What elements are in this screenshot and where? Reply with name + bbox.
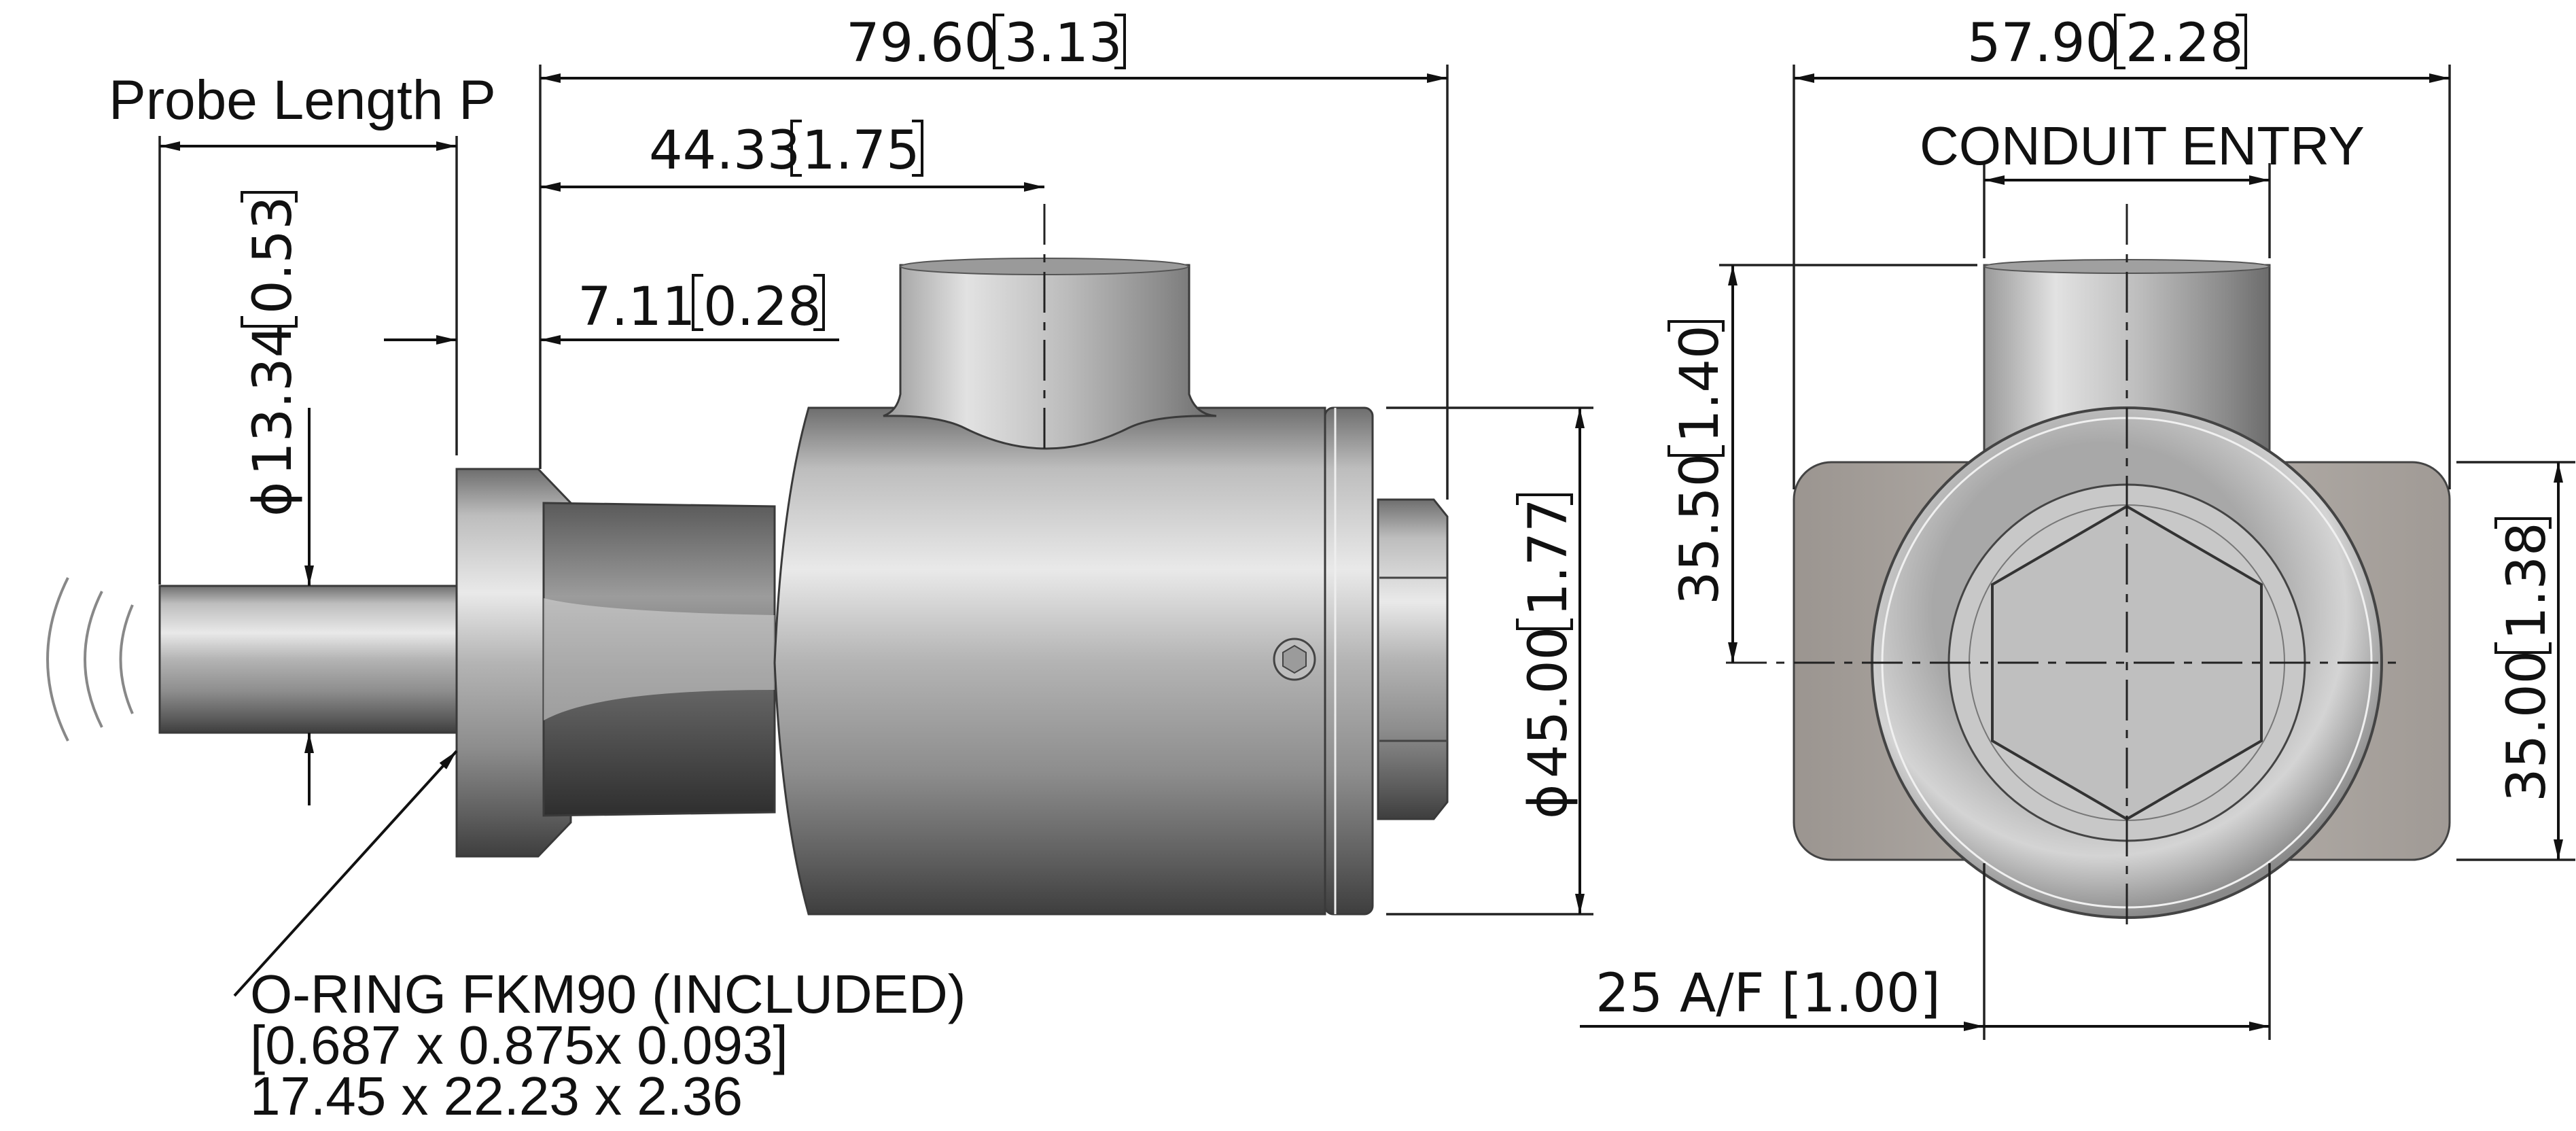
signal-waves-icon [46, 577, 134, 742]
dim-across-flats: 25 A/F [1.00] [1595, 963, 1941, 1024]
end-view: 57.90 2.28 CONDUIT ENTRY 35.50 1.40 35.0… [1580, 13, 2575, 1040]
dim-probe-diameter-inch: 0.53 [243, 196, 304, 314]
dim-probe-diameter-mm: 13.34 [243, 324, 304, 476]
dim-conduit-offset: 44.33 1.75 [649, 120, 923, 181]
dim-body-diameter-mm: 45.00 [1518, 627, 1579, 778]
dim-base-height: 35.00 1.38 [2494, 517, 2558, 802]
dim-body-diameter: ϕ 45.00 1.77 [1516, 493, 1579, 819]
dim-flange-thickness-inch: 0.28 [703, 277, 822, 338]
hex-nut [1377, 498, 1449, 820]
oring-note: O-RING FKM90 (INCLUDED) [0.687 x 0.875x … [250, 964, 966, 1126]
dim-overall-length-inch: 3.13 [1004, 13, 1123, 74]
dim-overall-length-mm: 79.60 [846, 13, 998, 74]
dim-base-height-mm: 35.00 [2496, 650, 2558, 802]
main-body [773, 406, 1326, 916]
dim-overall-width: 57.90 2.28 [1967, 13, 2247, 74]
oring-note-line3: 17.45 x 22.23 x 2.36 [250, 1066, 743, 1126]
dim-base-height-inch: 1.38 [2496, 522, 2558, 640]
conduit-entry-label: CONDUIT ENTRY [1920, 116, 2365, 176]
conduit-boss [883, 264, 1217, 450]
dim-flange-thickness: 7.11 0.28 [578, 274, 825, 338]
oring-note-line1: O-RING FKM90 (INCLUDED) [250, 964, 966, 1024]
dim-height-to-conduit-inch: 1.40 [1670, 325, 1731, 443]
flange [455, 468, 572, 858]
dim-body-diameter-inch: 1.77 [1518, 498, 1579, 616]
dim-conduit-offset-inch: 1.75 [802, 120, 920, 181]
dim-probe-diameter: ϕ 13.34 0.53 [241, 191, 304, 517]
dim-height-to-conduit: 35.50 1.40 [1668, 320, 1731, 605]
set-screw-icon [1273, 638, 1316, 681]
dim-probe-diameter-symbol: ϕ [243, 482, 304, 517]
end-ring [1324, 406, 1374, 916]
dim-height-to-conduit-mm: 35.50 [1670, 453, 1731, 605]
dim-flange-thickness-mm: 7.11 [578, 277, 696, 338]
dim-overall-width-inch: 2.28 [2125, 13, 2244, 74]
dim-overall-width-mm: 57.90 [1967, 13, 2119, 74]
probe-length-label: Probe Length P [109, 69, 496, 131]
probe-rod [158, 585, 463, 734]
dim-overall-length: 79.60 3.13 [846, 13, 1126, 74]
dim-conduit-offset-mm: 44.33 [649, 120, 800, 181]
side-view: 79.60 3.13 Probe Length P 44.33 1.75 7.1… [46, 13, 1593, 1126]
oring-note-line2: [0.687 x 0.875x 0.093] [250, 1015, 788, 1075]
dim-body-diameter-symbol: ϕ [1518, 784, 1579, 819]
